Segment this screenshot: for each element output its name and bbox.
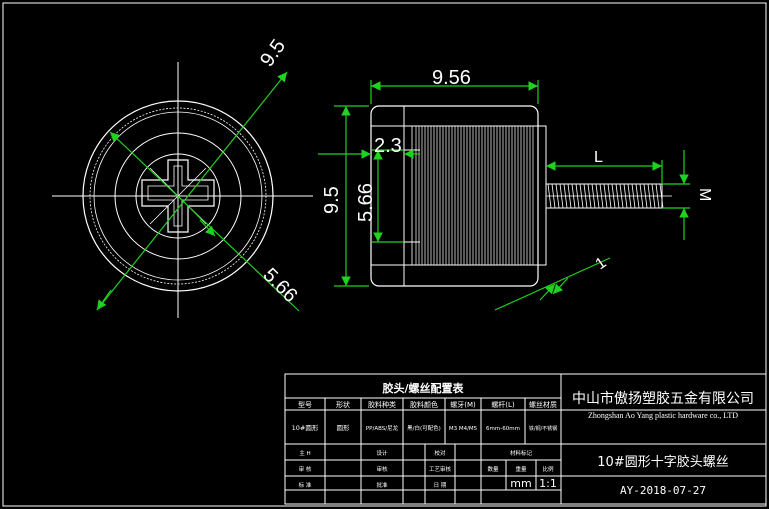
label-r3c2: 批准 (376, 481, 388, 489)
document-code: AY-2018-07-27 (620, 484, 706, 497)
thread-line (659, 183, 664, 209)
screw-thread (545, 183, 664, 209)
side-inner-height-label: 5.66 (355, 183, 377, 222)
thread-line (611, 183, 616, 209)
thread-line (655, 183, 660, 209)
thread-line (551, 183, 556, 209)
config-table-headers: 型号 形状 胶料种类 胶料颜色 螺牙(M) 螺杆(L) 螺丝材质 (298, 400, 557, 409)
title-block (284, 373, 767, 505)
thread-line (619, 183, 624, 209)
thread-line (575, 183, 580, 209)
thread-line (615, 183, 620, 209)
part-name: 10#圆形十字胶头螺丝 (597, 454, 728, 470)
thread-line (555, 183, 560, 209)
scale-value: 1:1 (539, 477, 557, 490)
side-width-label: 9.56 (432, 67, 471, 89)
label-r1c3: 校对 (434, 449, 446, 457)
company-name-en: Zhongshan Ao Yang plastic hardware co., … (588, 411, 738, 420)
thread-line (635, 183, 640, 209)
inner-diameter-leader (109, 131, 300, 312)
thread-line (651, 183, 656, 209)
label-r3c1: 标 准 (299, 481, 312, 489)
front-dimensions (96, 71, 300, 312)
front-inner-label: 5.66 (258, 264, 301, 307)
header-shape: 形状 (336, 400, 350, 409)
label-r1c2: 设计 (376, 449, 388, 457)
header-plastic-color: 胶料颜色 (410, 400, 438, 409)
thread-line (623, 183, 628, 209)
thread-line (579, 183, 584, 209)
company-name-cn: 中山市傲扬塑胶五金有限公司 (572, 390, 754, 407)
thread-line (627, 183, 632, 209)
side-height-label: 9.5 (321, 186, 343, 214)
cell-thread: M3 M4/M5 (449, 426, 478, 432)
thread-line (587, 183, 592, 209)
header-plastic-type: 胶料种类 (368, 400, 396, 409)
thread-line (631, 183, 636, 209)
thread-line (643, 183, 648, 209)
screw-length-label: L (594, 149, 603, 166)
label-qty: 数量 (487, 465, 499, 473)
knurl-lines (415, 126, 534, 265)
thread-line (603, 183, 608, 209)
cell-screw-length: 6mm-60mm (486, 426, 520, 432)
config-table-row: 10#圆形 圆形 PP/ABS/尼龙 黑/白(可配色) M3 M4/M5 6mm… (292, 424, 558, 432)
label-r2c1: 审 核 (299, 465, 312, 473)
label-r2c3: 工艺审核 (429, 465, 452, 473)
signature-labels: 主 H 设计 校对 材料标记 审 核 审核 工艺审核 数量 重量 比例 标 准 … (299, 449, 554, 489)
thread-line (571, 183, 576, 209)
label-r2c2: 审核 (376, 465, 388, 473)
thread-line (647, 183, 652, 209)
pitch-label: 1 (593, 254, 610, 273)
cell-plastic-type: PP/ABS/尼龙 (366, 424, 399, 432)
thread-line (559, 183, 564, 209)
unit-value: mm (510, 477, 531, 490)
cell-shape: 圆形 (337, 424, 351, 432)
thread-line (639, 183, 644, 209)
cell-screw-material: 铁/铜/不锈钢 (529, 425, 557, 432)
label-r1c1: 主 H (299, 449, 310, 457)
config-table-title: 胶头/螺丝配置表 (382, 381, 464, 395)
thread-line (567, 183, 572, 209)
cell-model: 10#圆形 (292, 424, 319, 432)
thread-line (583, 183, 588, 209)
label-r3c3: 日 期 (434, 482, 447, 489)
thread-line (607, 183, 612, 209)
thread-line (595, 183, 600, 209)
thread-line (599, 183, 604, 209)
header-thread: 螺牙(M) (450, 400, 476, 409)
label-material: 材料标记 (510, 449, 533, 457)
header-screw-length: 螺杆(L) (491, 400, 515, 409)
thread-line (591, 183, 596, 209)
cell-plastic-color: 黑/白(可配色) (407, 424, 441, 432)
front-diameter-label: 9.5 (256, 35, 290, 70)
side-view (370, 105, 672, 287)
label-weight: 重量 (515, 465, 527, 473)
screw-thread-label: M (696, 188, 713, 201)
thread-line (547, 183, 552, 209)
header-model: 型号 (298, 400, 312, 409)
header-screw-material: 螺丝材质 (529, 400, 557, 409)
label-ratio: 比例 (542, 465, 554, 473)
diameter-leader (96, 71, 288, 311)
side-dimensions (318, 80, 690, 311)
thread-line (563, 183, 568, 209)
side-offset-label: 2.3 (374, 135, 402, 157)
